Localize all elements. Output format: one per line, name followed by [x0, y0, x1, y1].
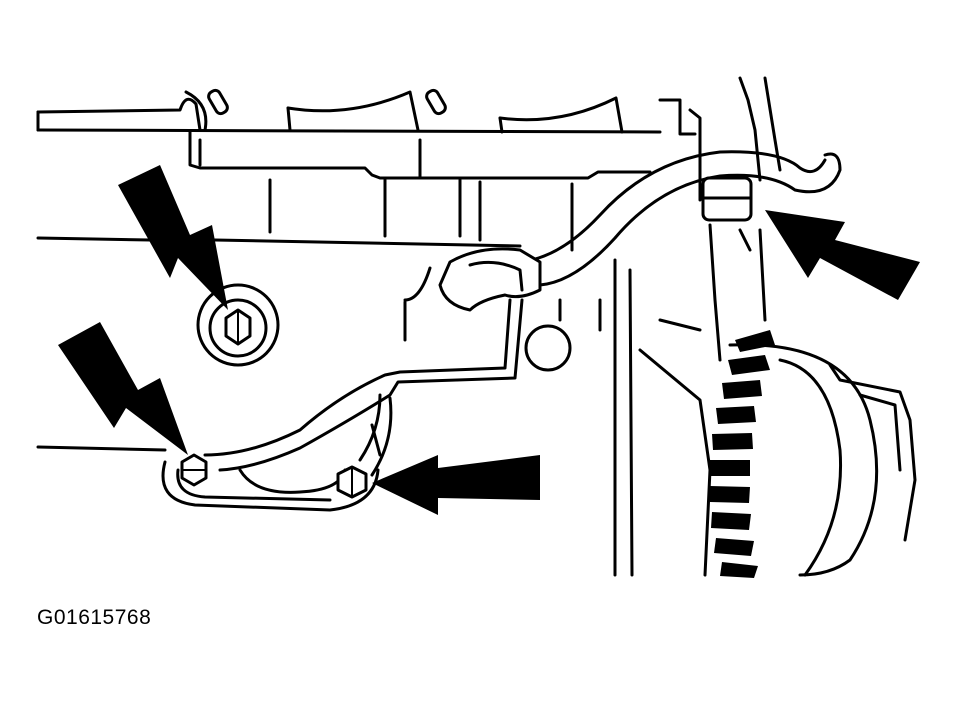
upper-mounting-bolt: [196, 283, 280, 367]
crankshaft-sprocket: [710, 330, 917, 578]
lower-right-flange-nut: [336, 465, 368, 499]
engine-block: [36, 130, 652, 577]
callout-arrow-lower-right-nut: [372, 455, 540, 515]
callout-arrow-upper-bolt: [118, 165, 228, 310]
callout-arrow-hose-connector: [765, 210, 920, 300]
callout-arrow-lower-left-bolt: [58, 322, 188, 455]
lower-left-flange-bolt: [180, 453, 208, 487]
figure-code: G01615768: [37, 606, 152, 629]
cylinder-head: [36, 88, 662, 134]
timing-cover: [638, 76, 782, 577]
